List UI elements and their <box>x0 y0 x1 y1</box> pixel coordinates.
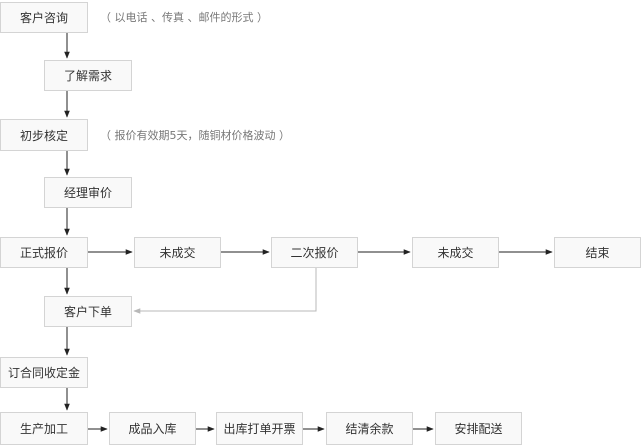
node-order: 客户下单 <box>44 296 132 327</box>
node-produce: 生产加工 <box>0 412 88 445</box>
node-fail1: 未成交 <box>134 237 221 268</box>
node-quote: 正式报价 <box>0 237 88 268</box>
node-understand: 了解需求 <box>44 60 132 91</box>
node-stock: 成品入库 <box>109 412 196 445</box>
node-fail2: 未成交 <box>412 237 499 268</box>
note-initial: （ 报价有效期5天，随铜材价格波动 ） <box>100 129 290 142</box>
node-contract: 订合同收定金 <box>0 357 88 388</box>
node-consult: 客户咨询 <box>0 2 88 33</box>
arrow-second-to-order <box>133 268 317 314</box>
node-initial: 初步核定 <box>0 119 88 151</box>
node-second: 二次报价 <box>271 237 358 268</box>
node-manager: 经理审价 <box>44 177 132 208</box>
node-deliver: 安排配送 <box>435 412 522 445</box>
node-invoice: 出库打单开票 <box>216 412 303 445</box>
node-end: 结束 <box>554 237 641 268</box>
node-settle: 结清余款 <box>326 412 413 445</box>
note-consult: （ 以电话 、传真 、邮件的形式 ） <box>100 11 268 24</box>
